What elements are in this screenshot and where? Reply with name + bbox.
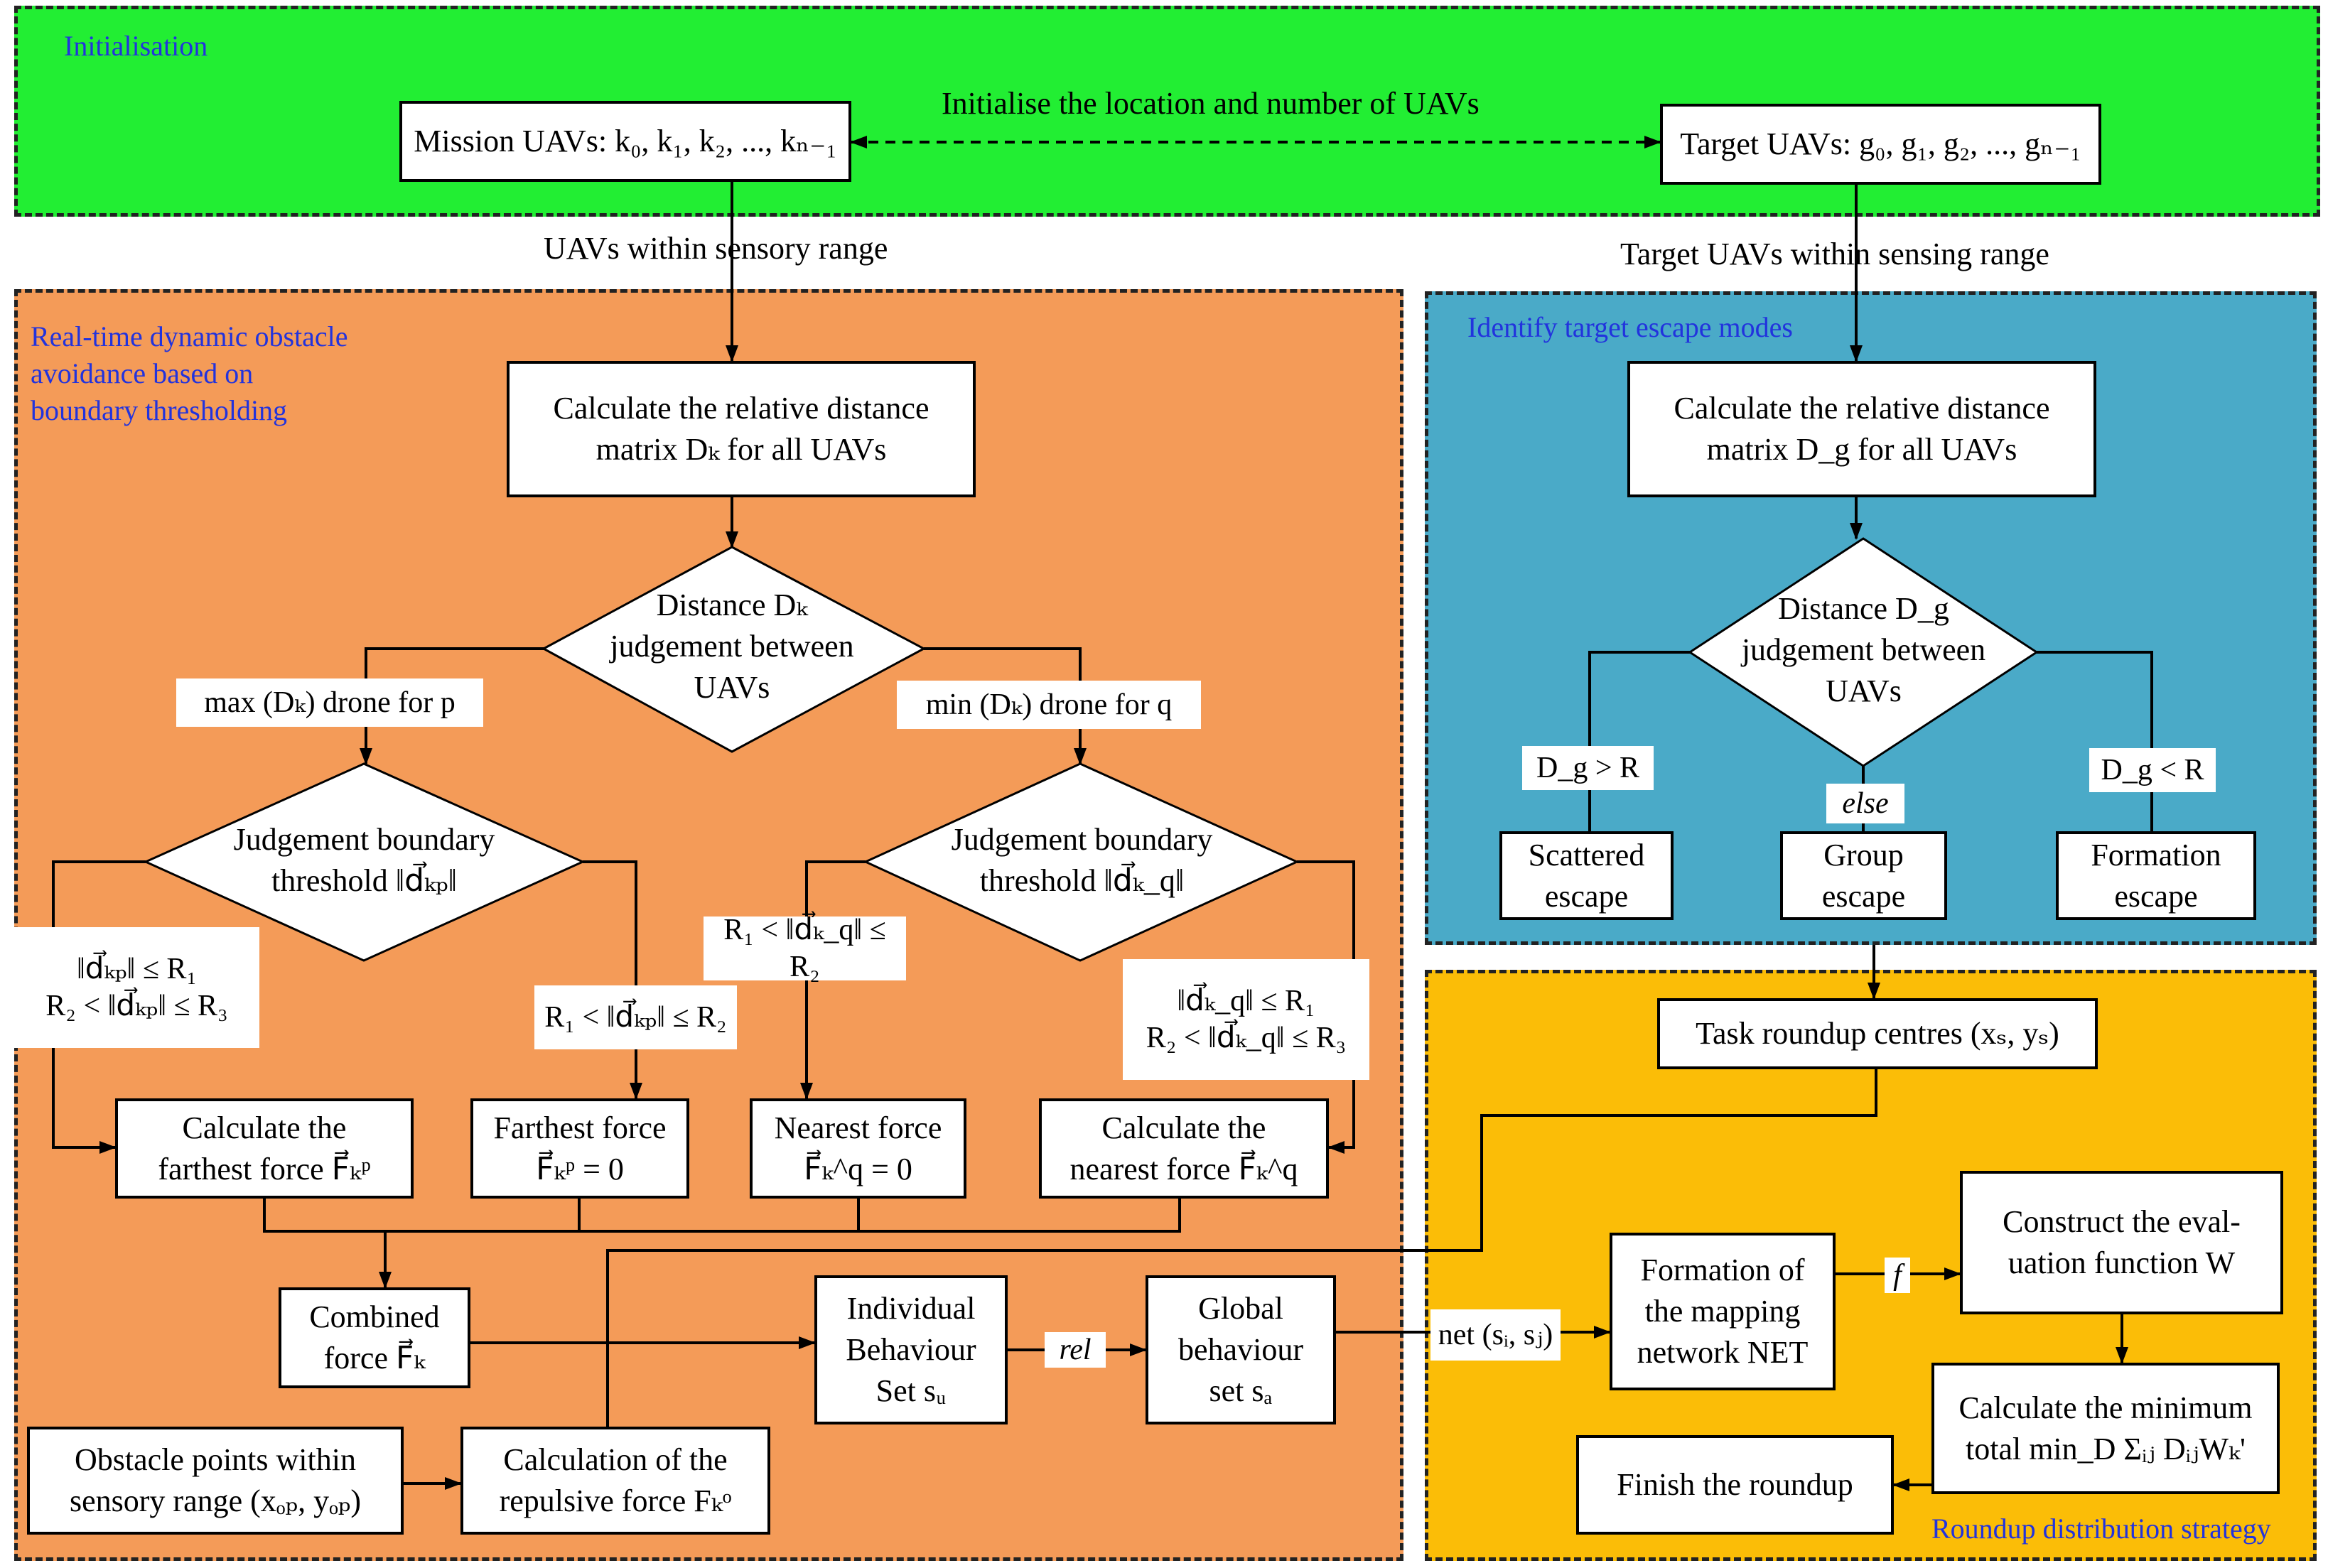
farthest-zero-box: Farthest force F⃗ₖᵖ = 0 <box>470 1098 689 1199</box>
roundup-centres-text: Task roundup centres (xₛ, yₛ) <box>1696 1016 2059 1051</box>
condition-q-left: R₁ < ‖d⃗ₖ_q‖ ≤ R₂ <box>704 914 906 983</box>
mission-uavs-box: Mission UAVs: k₀, k₁, k₂, ..., kₙ₋₁ <box>399 101 851 182</box>
init-link-label: Initialise the location and number of UA… <box>942 86 1480 121</box>
formation-escape-text: Formation escape <box>2091 837 2221 914</box>
evaluation-function-box: Construct the eval- uation function W <box>1960 1171 2283 1314</box>
scattered-escape-box: Scattered escape <box>1499 831 1674 920</box>
individual-behaviour-box: Individual Behaviour Set sᵤ <box>814 1275 1008 1424</box>
threshold-p-diamond <box>143 762 586 962</box>
target-uavs-text: Target UAVs: g₀, g₁, g₂, ..., gₙ₋₁ <box>1680 126 2081 161</box>
condition-p-left: ‖d⃗ₖₚ‖ ≤ R₁ R₂ < ‖d⃗ₖₚ‖ ≤ R₃ <box>14 927 259 1048</box>
minimum-total-box: Calculate the minimum total min_D Σᵢⱼ Dᵢ… <box>1931 1363 2280 1494</box>
nearest-calc-box: Calculate the nearest force F⃗ₖ^q <box>1039 1098 1329 1199</box>
calc-dk-box: Calculate the relative distance matrix D… <box>507 361 976 497</box>
dg-greater-label: D_g > R <box>1522 746 1654 790</box>
target-uavs-box: Target UAVs: g₀, g₁, g₂, ..., gₙ₋₁ <box>1660 104 2101 185</box>
minimum-total-text: Calculate the minimum total min_D Σᵢⱼ Dᵢ… <box>1958 1390 2253 1466</box>
roundup-title: Roundup distribution strategy <box>1931 1513 2271 1545</box>
escape-modes-title: Identify target escape modes <box>1467 311 1793 343</box>
finish-roundup-text: Finish the roundup <box>1617 1467 1853 1502</box>
nearest-calc-text: Calculate the nearest force F⃗ₖ^q <box>1069 1110 1298 1186</box>
scattered-escape-text: Scattered escape <box>1528 837 1645 914</box>
initialisation-title: Initialisation <box>64 30 208 62</box>
group-escape-box: Group escape <box>1780 831 1947 920</box>
nearest-zero-box: Nearest force F⃗ₖ^q = 0 <box>750 1098 966 1199</box>
condition-p-right: R₁ < ‖d⃗ₖₚ‖ ≤ R₂ <box>534 985 737 1049</box>
f-label: f <box>1885 1258 1910 1293</box>
decision-dg-diamond <box>1688 537 2039 767</box>
decision-dg-text: Distance D_g judgement between UAVs <box>1741 591 1986 708</box>
mapping-network-text: Formation of the mapping network NET <box>1637 1253 1809 1370</box>
condition-q-right: ‖d⃗ₖ_q‖ ≤ R₁ R₂ < ‖d⃗ₖ_q‖ ≤ R₃ <box>1123 959 1369 1080</box>
decision-dk-text: Distance Dₖ judgement between UAVs <box>610 588 854 705</box>
farthest-calc-box: Calculate the farthest force F⃗ₖᵖ <box>115 1098 414 1199</box>
nearest-zero-text: Nearest force F⃗ₖ^q = 0 <box>774 1110 942 1186</box>
max-dk-label: max (Dₖ) drone for p <box>176 678 483 727</box>
decision-dk-diamond <box>541 546 927 753</box>
farthest-zero-text: Farthest force F⃗ₖᵖ = 0 <box>493 1110 667 1186</box>
sensing-range-label: Target UAVs within sensing range <box>1620 237 2049 271</box>
finish-roundup-box: Finish the roundup <box>1576 1435 1894 1535</box>
repulsive-force-text: Calculation of the repulsive force Fₖᵒ <box>499 1442 732 1518</box>
roundup-centres-box: Task roundup centres (xₛ, yₛ) <box>1657 998 2098 1069</box>
farthest-calc-text: Calculate the farthest force F⃗ₖᵖ <box>158 1110 371 1186</box>
threshold-p-text: Judgement boundary threshold ‖d⃗ₖₚ‖ <box>233 822 495 898</box>
calc-dg-box: Calculate the relative distance matrix D… <box>1627 361 2096 497</box>
individual-behaviour-text: Individual Behaviour Set sᵤ <box>846 1291 976 1408</box>
dg-else-label: else <box>1826 784 1904 823</box>
rel-label: rel <box>1045 1332 1106 1368</box>
obstacle-points-text: Obstacle points within sensory range (xₒ… <box>70 1442 361 1518</box>
calc-dk-text: Calculate the relative distance matrix D… <box>553 391 929 467</box>
mission-uavs-text: Mission UAVs: k₀, k₁, k₂, ..., kₙ₋₁ <box>414 124 837 158</box>
dg-less-label: D_g < R <box>2089 748 2216 792</box>
global-behaviour-text: Global behaviour set sₐ <box>1178 1291 1303 1408</box>
combined-force-box: Combined force F⃗ₖ <box>279 1287 470 1388</box>
net-label: net (sᵢ, sⱼ) <box>1430 1309 1561 1361</box>
global-behaviour-box: Global behaviour set sₐ <box>1146 1275 1336 1424</box>
combined-force-text: Combined force F⃗ₖ <box>309 1299 440 1375</box>
mapping-network-box: Formation of the mapping network NET <box>1610 1233 1836 1390</box>
formation-escape-box: Formation escape <box>2056 831 2256 920</box>
sensory-range-label: UAVs within sensory range <box>544 231 888 266</box>
threshold-q-text: Judgement boundary threshold ‖d⃗ₖ_q‖ <box>951 822 1213 898</box>
obstacle-points-box: Obstacle points within sensory range (xₒ… <box>27 1427 404 1535</box>
min-dk-label: min (Dₖ) drone for q <box>897 681 1201 729</box>
evaluation-function-text: Construct the eval- uation function W <box>2003 1204 2241 1280</box>
repulsive-force-box: Calculation of the repulsive force Fₖᵒ <box>460 1427 770 1535</box>
calc-dg-text: Calculate the relative distance matrix D… <box>1674 391 2050 467</box>
obstacle-avoidance-title: Real-time dynamic obstacle avoidance bas… <box>31 320 348 426</box>
threshold-q-diamond <box>863 762 1300 962</box>
group-escape-text: Group escape <box>1821 837 1906 914</box>
